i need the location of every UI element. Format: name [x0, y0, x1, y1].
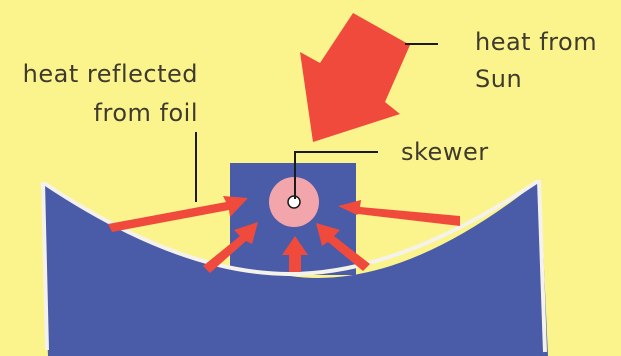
reflected-arrow-right: [338, 200, 460, 226]
label-skewer: skewer: [401, 138, 489, 166]
sun-heat-arrow: [300, 13, 410, 142]
label-heat-reflected-line2: from foil: [94, 99, 198, 127]
label-heat-reflected-line1: heat reflected: [23, 60, 198, 88]
reflected-arrow-left: [108, 196, 248, 232]
label-heat-from-sun-line2: Sun: [475, 65, 522, 93]
label-heat-from-sun-line1: heat from: [475, 28, 597, 56]
